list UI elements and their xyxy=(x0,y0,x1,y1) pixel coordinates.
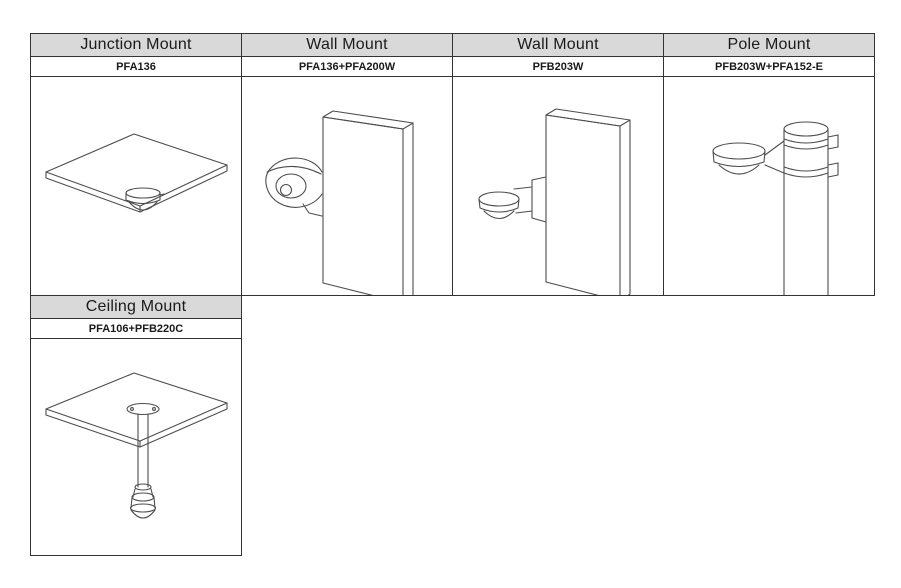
wall-mount-pfa200w-cell xyxy=(241,76,453,296)
mount-model-row: PFA136 PFA136+PFA200W PFB203W PFB203W+PF… xyxy=(30,56,875,77)
junction-mount-cell xyxy=(30,76,242,296)
mount-illustration-row xyxy=(30,76,875,296)
title-wall-mount-2: Wall Mount xyxy=(452,33,664,57)
mount-table-bottom: Ceiling Mount PFA106+PFB220C xyxy=(30,295,242,556)
mount-options-diagram: Junction Mount Wall Mount Wall Mount Pol… xyxy=(30,33,875,556)
ceiling-mount-cell xyxy=(30,338,242,556)
model-pfb203w: PFB203W xyxy=(452,56,664,77)
title-wall-mount-1: Wall Mount xyxy=(241,33,453,57)
mount-table-top: Junction Mount Wall Mount Wall Mount Pol… xyxy=(30,33,875,296)
ceiling-title-row: Ceiling Mount xyxy=(30,295,242,319)
ceiling-model-row: PFA106+PFB220C xyxy=(30,318,242,339)
model-pfb203w-pfa152e: PFB203W+PFA152-E xyxy=(663,56,875,77)
pole-mount-illustration xyxy=(711,121,839,295)
ceiling-illustration-row xyxy=(30,338,242,556)
title-pole-mount: Pole Mount xyxy=(663,33,875,57)
pole-mount-cell xyxy=(663,76,875,296)
model-pfa136-pfa200w: PFA136+PFA200W xyxy=(241,56,453,77)
junction-mount-illustration xyxy=(44,133,228,213)
title-ceiling-mount: Ceiling Mount xyxy=(30,295,242,319)
title-junction-mount: Junction Mount xyxy=(30,33,242,57)
wall-mount-pfb203w-illustration xyxy=(477,108,631,295)
wall-mount-pfb203w-cell xyxy=(452,76,664,296)
wall-mount-pfa200w-illustration xyxy=(264,110,414,295)
ceiling-mount-illustration xyxy=(44,372,228,519)
model-pfa136: PFA136 xyxy=(30,56,242,77)
mount-title-row: Junction Mount Wall Mount Wall Mount Pol… xyxy=(30,33,875,57)
model-pfa106-pfb220c: PFA106+PFB220C xyxy=(30,318,242,339)
